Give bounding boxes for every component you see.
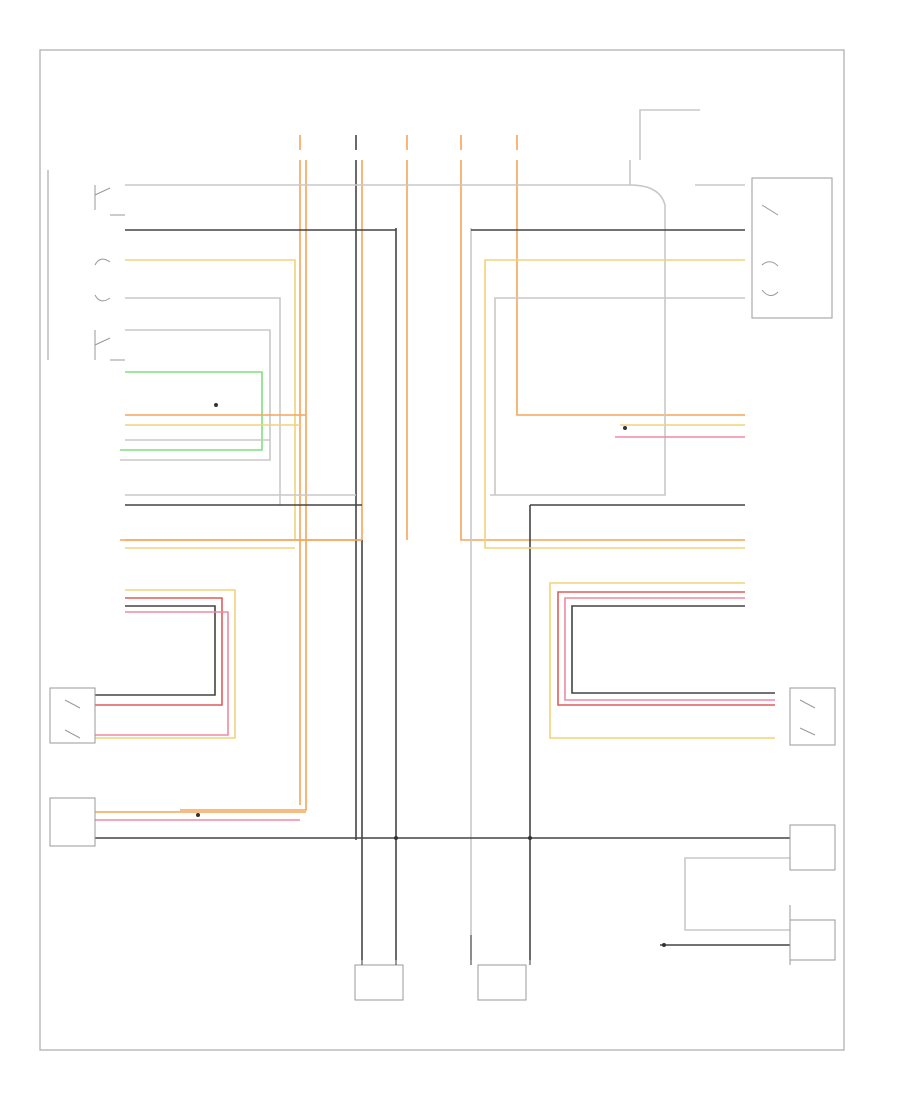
left-key-cylinder-switch — [49, 687, 96, 744]
left-switch-wires — [120, 109, 700, 549]
bottom-pins — [361, 935, 531, 965]
right-key-cylinder-switch — [789, 687, 836, 746]
center-harness-wires — [120, 160, 745, 960]
left-lower-wires — [95, 589, 790, 839]
right-door-lock-switch — [751, 177, 833, 319]
diagram-frame — [39, 49, 845, 1051]
right-lower-wires — [549, 582, 790, 946]
right-switch-wires — [471, 184, 745, 549]
left-lock-actuator — [354, 964, 404, 1001]
left-door-lock-switch — [47, 170, 125, 361]
right-lock-actuator — [477, 964, 527, 1001]
fuse-block-top — [299, 135, 518, 150]
remote-control-module — [49, 797, 96, 847]
right-relay-module — [789, 824, 836, 965]
splice-dots — [196, 403, 666, 947]
